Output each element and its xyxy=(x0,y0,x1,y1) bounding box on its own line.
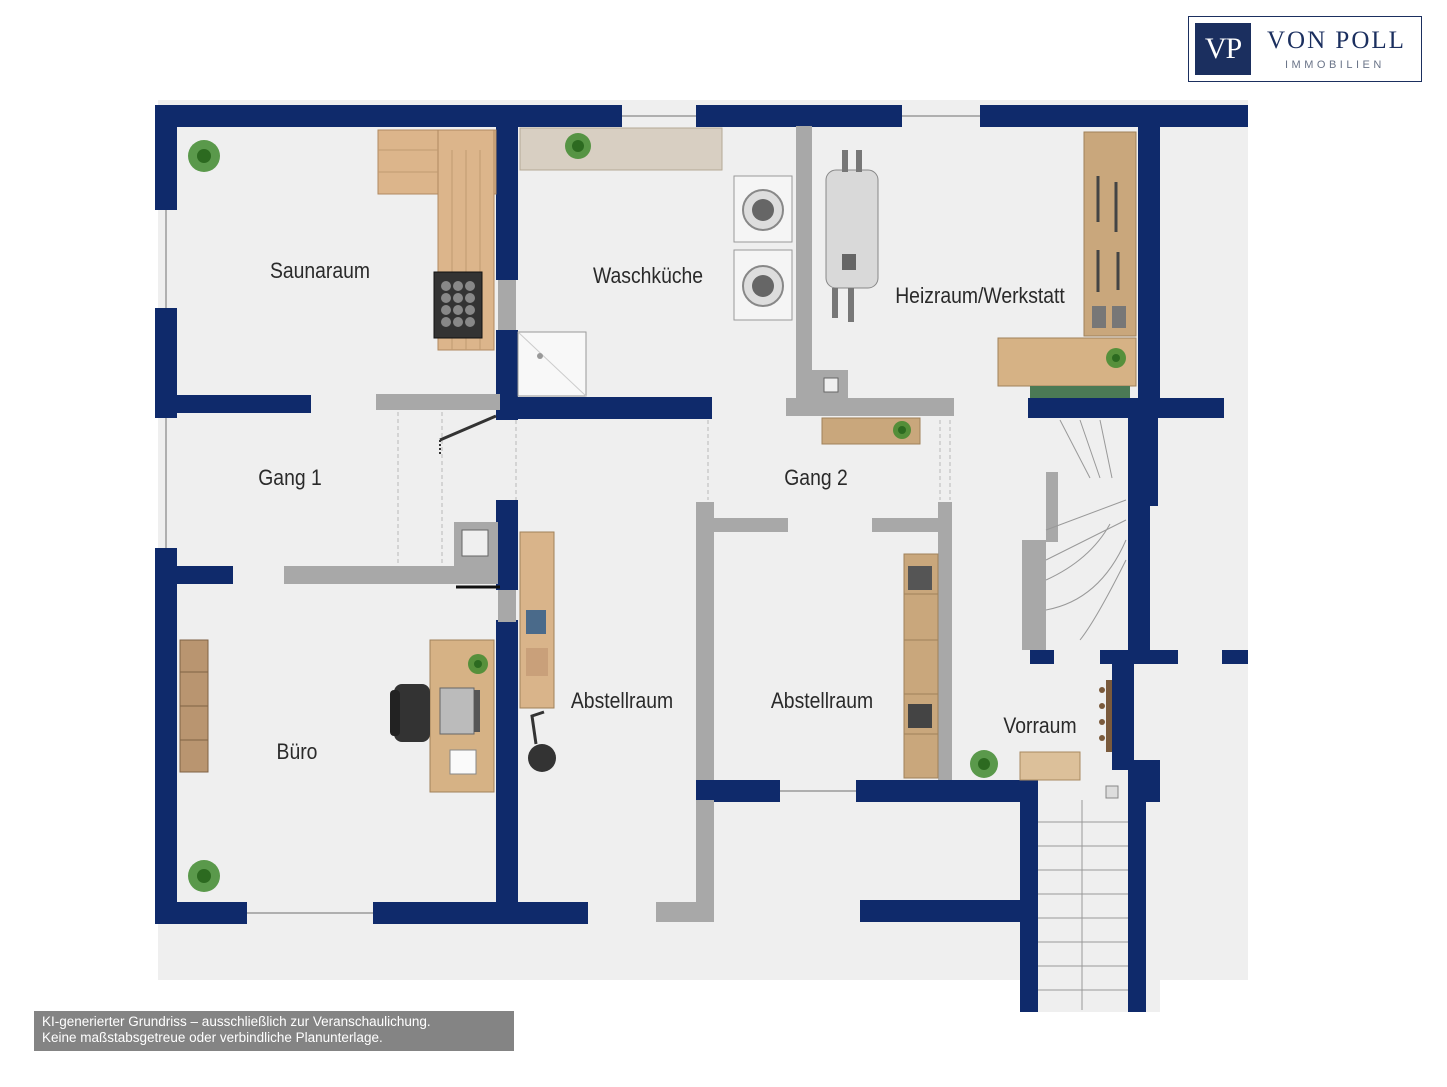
disclaimer-box: KI-generierter Grundriss – ausschließlic… xyxy=(34,1011,514,1051)
plant-icon-desk xyxy=(468,654,488,674)
outer-walls xyxy=(155,105,1248,1012)
room-label-gang2: Gang 2 xyxy=(784,465,848,490)
brand-logo: VP VON POLL IMMOBILIEN xyxy=(1188,16,1422,82)
vacuum-cleaner-icon xyxy=(528,710,556,772)
plant-icon-workbench xyxy=(1106,348,1126,368)
sauna-stove-icon xyxy=(433,271,483,339)
room-label-abstellraum-2: Abstellraum xyxy=(770,688,874,713)
coat-hook-icon xyxy=(1099,680,1112,752)
logo-subtitle: IMMOBILIEN xyxy=(1285,59,1385,71)
room-label-vorraum: Vorraum xyxy=(1003,713,1077,738)
plant-icon-shelf xyxy=(893,421,911,439)
plant-icon-counter xyxy=(565,133,591,159)
spiral-stair xyxy=(1045,419,1127,641)
windows xyxy=(165,115,980,914)
room-label-saunaraum: Saunaraum xyxy=(269,258,371,283)
inner-walls xyxy=(284,126,1058,922)
door-swing xyxy=(439,414,497,442)
office-chair-icon xyxy=(390,684,430,742)
bookshelf-icon xyxy=(179,639,209,773)
plant-icon-buero-bottom xyxy=(188,860,220,892)
room-label-gang1: Gang 1 xyxy=(258,465,322,490)
room-label-buero: Büro xyxy=(276,739,318,764)
counter xyxy=(519,127,723,171)
logo-mark: VP xyxy=(1195,23,1251,75)
room-label-waschkueche: Waschküche xyxy=(592,263,704,288)
storage-shelf-1 xyxy=(519,531,555,709)
storage-shelf-2 xyxy=(903,553,939,779)
straight-stair xyxy=(1038,800,1128,1010)
logo-name: VON POLL xyxy=(1267,27,1406,54)
laptop-icon xyxy=(439,687,480,735)
inner-wall-details xyxy=(462,378,838,556)
room-label-heizraum: Heizraum/Werkstatt xyxy=(895,283,1065,308)
doormat xyxy=(1019,751,1081,781)
disclaimer-line-2: Keine maßstabsgetreue oder verbindliche … xyxy=(42,1030,383,1045)
dryer-icon xyxy=(733,249,793,321)
shower-tray-icon xyxy=(517,331,587,397)
notepad xyxy=(449,749,477,775)
disclaimer-line-1: KI-generierter Grundriss – ausschließlic… xyxy=(42,1014,431,1029)
plant-icon-vorraum xyxy=(970,750,998,778)
door-openings xyxy=(397,412,951,566)
washing-machine-icon xyxy=(733,175,793,243)
boiler-icon xyxy=(825,150,879,322)
plant-icon-sauna xyxy=(188,140,220,172)
switch-box xyxy=(1105,785,1119,799)
tool-wall xyxy=(1083,131,1137,337)
room-label-abstellraum-1: Abstellraum xyxy=(570,688,674,713)
inner-wall-detail-outline xyxy=(461,377,839,557)
